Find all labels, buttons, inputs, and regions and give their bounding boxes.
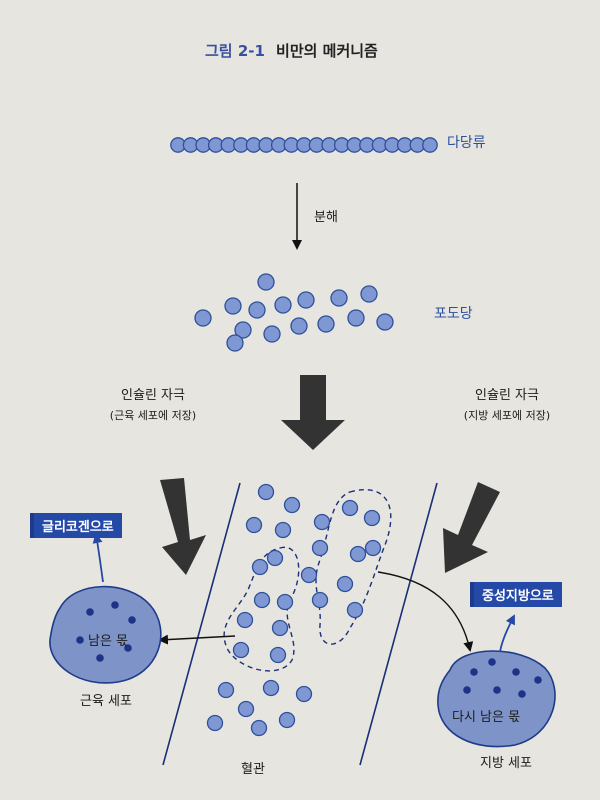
vessel-glucose-molecule (349, 545, 367, 563)
vessel-glucose-molecule (283, 496, 301, 514)
fat-cell-label: 지방 세포 (480, 756, 532, 771)
vessel-glucose-molecule (217, 681, 235, 699)
vessel-glucose-molecule (274, 521, 292, 539)
glucose-label: 포도당 (434, 306, 473, 322)
insulin-left-group: 인슐린 자극 (근육 세포에 저장) (88, 384, 218, 423)
fat-cell-dots (463, 658, 542, 698)
left-down-arrow (160, 478, 206, 575)
vessel-wall-left (162, 482, 241, 766)
fat-dot (488, 658, 496, 666)
insulin-left-sub: (근육 세포에 저장) (109, 409, 197, 422)
glucose-molecule (248, 301, 266, 319)
glucose-molecule (317, 315, 335, 333)
glucose-molecule (263, 325, 281, 343)
fat-triglyceride-arrow (499, 614, 515, 653)
glucose-molecule (234, 321, 252, 339)
muscle-glycogen-dot (111, 601, 119, 609)
muscle-cell-dots (76, 601, 136, 662)
vessel-glucose-molecule (300, 566, 318, 584)
glucose-molecule (376, 313, 394, 331)
remaining-right-label: 다시 남은 몫 (452, 710, 521, 725)
fat-dot (534, 676, 542, 684)
vessel-glucose-molecule (266, 549, 284, 567)
vessel-glucose-molecule (237, 700, 255, 718)
vessel-glucose-molecule (364, 539, 382, 557)
fat-dot (512, 668, 520, 676)
vessel-glucose (206, 483, 382, 737)
glucose-molecule (360, 285, 378, 303)
glucose-molecule (274, 296, 292, 314)
insulin-right-sub: (지방 세포에 저장) (463, 409, 551, 422)
dashed-region-muscle (223, 546, 300, 672)
vessel-glucose-molecule (311, 539, 329, 557)
vessel-glucose-molecule (278, 711, 296, 729)
vessel-glucose-molecule (346, 601, 364, 619)
fat-cell (437, 650, 556, 748)
polysaccharide-label: 다당류 (447, 135, 486, 151)
blood-vessel-label: 혈관 (241, 762, 265, 777)
glucose-molecules (194, 273, 394, 352)
breakdown-label: 분해 (314, 210, 338, 225)
insulin-left-main: 인슐린 자극 (121, 388, 185, 403)
glucose-molecule (330, 289, 348, 307)
glucose-molecule (290, 317, 308, 335)
glucose-molecule (257, 273, 275, 291)
vessel-glucose-molecule (257, 483, 275, 501)
vessel-glucose-molecule (232, 641, 250, 659)
vessel-glucose-molecule (341, 499, 359, 517)
fat-dot (470, 668, 478, 676)
muscle-glycogen-dot (76, 636, 84, 644)
muscle-glycogen-dot (124, 644, 132, 652)
glucose-molecule (194, 309, 212, 327)
center-down-arrow (281, 375, 345, 450)
vessel-glucose-molecule (262, 679, 280, 697)
insulin-right-group: 인슐린 자극 (지방 세포에 저장) (442, 384, 572, 423)
to-fat-arrow (377, 571, 474, 652)
muscle-glycogen-arrow (92, 533, 104, 583)
figure-number: 그림 2-1 (205, 42, 265, 60)
figure-title-text: 비만의 메커니즘 (276, 42, 378, 60)
polysaccharide-chain (170, 137, 438, 153)
vessel-wall-right (359, 482, 438, 766)
vessel-glucose-molecule (276, 593, 294, 611)
fat-dot (518, 690, 526, 698)
remaining-left-label: 남은 몫 (88, 634, 129, 649)
muscle-glycogen-dot (128, 616, 136, 624)
right-down-arrow (443, 482, 500, 573)
vessel-glucose-molecule (253, 591, 271, 609)
muscle-cell (49, 585, 162, 684)
glucose-molecule (224, 297, 242, 315)
muscle-glycogen-dot (86, 608, 94, 616)
glucose-molecule (297, 291, 315, 309)
insulin-right-main: 인슐린 자극 (475, 388, 539, 403)
muscle-cell-label: 근육 세포 (80, 694, 132, 709)
vessel-glucose-molecule (251, 558, 269, 576)
vessel-glucose-molecule (250, 719, 268, 737)
vessel-glucose-molecule (363, 509, 381, 527)
muscle-glycogen-dot (96, 654, 104, 662)
figure-title: 그림 2-1 비만의 메커니즘 (205, 40, 378, 61)
to-muscle-arrow (158, 634, 236, 645)
vessel-glucose-molecule (336, 575, 354, 593)
fat-dot (463, 686, 471, 694)
vessel-glucose-molecule (311, 591, 329, 609)
triglyceride-box: 중성지방으로 (470, 582, 562, 607)
fat-dot (493, 686, 501, 694)
vessel-glucose-molecule (313, 513, 331, 531)
vessel-glucose-molecule (206, 714, 224, 732)
glycogen-box: 글리코겐으로 (30, 513, 122, 538)
dashed-region-fat (315, 489, 392, 645)
vessel-glucose-molecule (271, 619, 289, 637)
vessel-glucose-molecule (245, 516, 263, 534)
chain-molecule (422, 137, 438, 153)
insulin-arrows (160, 375, 500, 575)
vessel-glucose-molecule (269, 646, 287, 664)
glucose-molecule (226, 334, 244, 352)
vessel-glucose-molecule (295, 685, 313, 703)
vessel-glucose-molecule (236, 611, 254, 629)
glucose-molecule (347, 309, 365, 327)
